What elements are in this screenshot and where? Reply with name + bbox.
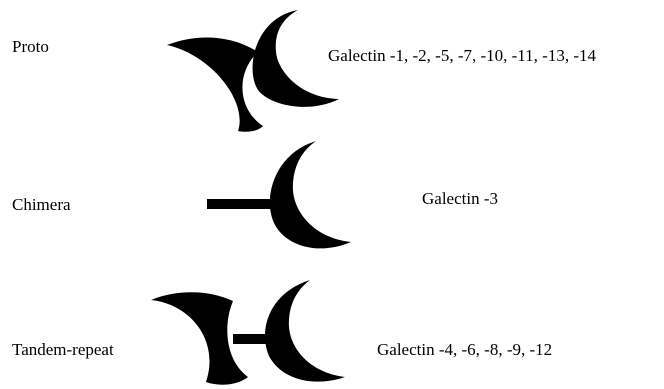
chimera-type-label: Chimera (12, 195, 71, 214)
proto-left-crescent (167, 37, 263, 132)
tandem-repeat-type-label: Tandem-repeat (12, 340, 114, 359)
proto-members-label: Galectin -1, -2, -5, -7, -10, -11, -13, … (328, 46, 596, 65)
tandem-right-crescent (264, 280, 345, 382)
tandem-repeat-members-label: Galectin -4, -6, -8, -9, -12 (377, 340, 553, 359)
chimera-crescent (269, 141, 351, 249)
proto-type-label: Proto (12, 37, 49, 56)
proto-right-crescent (252, 10, 339, 107)
chimera-members-label: Galectin -3 (422, 189, 498, 208)
tandem-repeat-type-symbol (151, 280, 345, 385)
proto-type-symbol (167, 10, 339, 132)
tandem-linker (233, 334, 271, 344)
chimera-type-symbol (207, 141, 351, 249)
tandem-left-crescent (151, 292, 248, 385)
chimera-stalk (207, 199, 271, 209)
